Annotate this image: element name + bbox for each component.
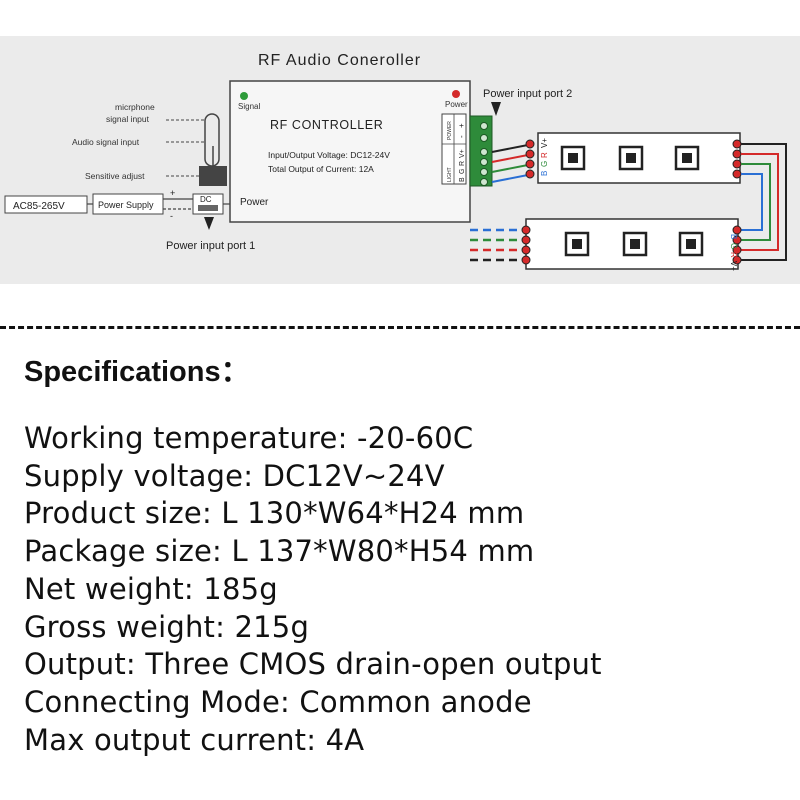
spec-package-size: Package size: L 137*W80*H54 mm [24,534,535,569]
spec-net-weight: Net weight: 185g [24,571,278,606]
strip1-pin-g: G [540,161,549,167]
sensitive-knob-icon [199,166,227,186]
power-led-label: Power [445,100,468,109]
specifications-title: Specifications： [24,356,250,388]
strip1-pin-b: B [540,171,549,176]
terminal-pin-b: B [459,177,466,182]
strip2-pin-r: R [729,252,738,258]
spec-product-size: Product size: L 130*W64*H24 mm [24,496,525,531]
spec-supply-voltage: Supply voltage: DC12V~24V [24,458,445,493]
plus-label: + [170,188,175,198]
voltage-text: Input/Output Voltage: DC12-24V [268,150,390,160]
microphone-label-1: micrphone [115,102,155,112]
dc-label: DC [200,195,212,204]
ac-label: AC85-265V [13,201,65,212]
strip2-pin-b: B [729,234,738,239]
signal-led-icon [240,92,248,100]
controller-box [229,80,471,223]
spec-gross-weight: Gross weight: 215g [24,609,310,644]
terminal-pin-vplus: V+ [459,149,466,158]
terminal-pin-minus: - [457,135,466,138]
wiring-diagram-svg: RF Audio Coneroller Signal Power RF CONT… [4,52,787,271]
controller-label: RF CONTROLLER [270,118,383,132]
specifications-list: Working temperature: -20-60C Supply volt… [24,420,602,759]
strip1-pin-r: R [540,152,549,158]
spec-max-output-current: Max output current: 4A [24,722,365,757]
microphone-icon [204,113,220,167]
sensitive-label: Sensitive adjust [85,171,145,181]
minus-label: - [170,211,173,221]
power-led-icon [452,90,460,98]
strip2-pin-vplus: V+ [729,261,738,271]
microphone-label-2: signal input [106,114,150,124]
signal-label: Signal [238,102,260,111]
spec-working-temperature: Working temperature: -20-60C [24,421,474,455]
terminal-light-label: LIGHT [447,167,453,182]
power-label: Power [240,197,269,208]
current-text: Total Output of Current: 12A [268,164,374,174]
strip1-pin-vplus: V+ [540,138,549,148]
spec-connecting-mode: Connecting Mode: Common anode [24,684,532,719]
power-port-2-label: Power input port 2 [483,88,572,100]
power-port-1-label: Power input port 1 [166,240,255,252]
arrow-down-icon [491,102,501,116]
wiring-diagram: RF Audio Coneroller Signal Power RF CONT… [0,36,800,284]
terminal-pin-r: R [459,161,466,166]
diagram-title: RF Audio Coneroller [258,52,421,69]
terminal-pin-plus: + [457,123,466,128]
dashed-divider [0,326,800,329]
spec-output: Output: Three CMOS drain-open output [24,647,602,682]
strip2-pin-g: G [729,243,738,249]
arrow-up-icon [204,217,214,230]
terminal-power-label: POWER [447,121,453,140]
power-supply-box [92,193,164,215]
terminal-pin-g: G [459,169,466,174]
audio-input-label: Audio signal input [72,137,140,147]
power-supply-label: Power Supply [98,200,154,210]
